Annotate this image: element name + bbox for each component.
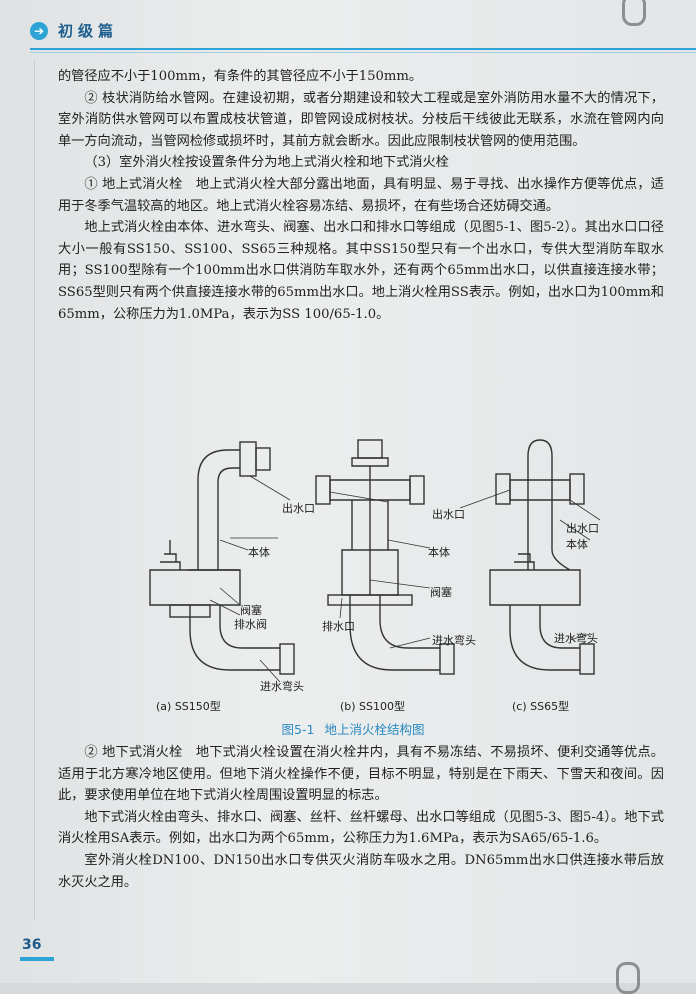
paragraph: ② 地下式消火栓 地下式消火栓设置在消火栓井内，具有不易冻结、不易损坏、便利交通… xyxy=(58,745,664,804)
arrow-right-icon: ➔ xyxy=(30,22,48,40)
subcaption-a: (a) SS150型 xyxy=(156,700,221,713)
label-c-inlet-elbow: 进水弯头 xyxy=(554,632,598,645)
label-a-drain: 排水阀 xyxy=(234,618,267,631)
label-a-body: 本体 xyxy=(248,546,270,559)
header-rule xyxy=(30,48,696,50)
label-c-outlet: 出水口 xyxy=(566,522,599,535)
caption-number: 图5-1 xyxy=(281,722,315,737)
subcaption-b: (b) SS100型 xyxy=(340,700,406,713)
hydrant-b-drawing xyxy=(315,439,455,675)
caption-text: 地上消火栓结构图 xyxy=(324,722,425,737)
binder-ring-icon xyxy=(622,0,646,26)
label-b-body: 本体 xyxy=(428,546,450,559)
figure-caption: 图5-1 地上消火栓结构图 xyxy=(0,719,696,738)
label-a-outlet: 出水口 xyxy=(282,502,315,515)
label-c-body: 本体 xyxy=(566,538,588,551)
leader-lines xyxy=(209,475,601,683)
paragraph: （3）室外消火栓按设置条件分为地上式消火栓和地下式消火栓 xyxy=(84,155,449,171)
page-number: 36 xyxy=(22,937,42,953)
hydrant-a-drawing xyxy=(149,441,295,675)
body-text-bottom: ② 地下式消火栓 地下式消火栓设置在消火栓井内，具有不易冻结、不易损坏、便利交通… xyxy=(58,742,664,893)
hydrant-diagram xyxy=(149,439,601,683)
paragraph: 室外消火栓DN100、DN150出水口专供灭火消防车吸水之用。DN65mm出水口… xyxy=(58,852,664,890)
subcaption-c: (c) SS65型 xyxy=(512,700,570,713)
label-b-valve: 阀塞 xyxy=(430,586,452,599)
label-b-outlet: 出水口 xyxy=(432,508,465,521)
chapter-title: 初级篇 xyxy=(58,22,119,40)
header-rule-thin xyxy=(30,52,696,53)
figure-5-1: 出水口 本体 阀塞 排水阀 进水弯头 本体 阀塞 排水口 进水弯头 出水口 出水… xyxy=(130,420,601,720)
body-text-top: 的管径应不小于100mm，有条件的其管径应不小于150mm。 ② 枝状消防给水管… xyxy=(58,66,664,325)
paragraph: ② 枝状消防给水管网。在建设初期，或者分期建设和较大工程或是室外消防用水量不大的… xyxy=(58,90,664,149)
hydrant-c-drawing xyxy=(489,439,595,675)
page-header: ➔ 初级篇 xyxy=(0,14,696,53)
page-number-bar xyxy=(20,957,54,961)
binder-ring-icon xyxy=(616,962,640,994)
margin-rule xyxy=(34,60,35,920)
paragraph: 的管径应不小于100mm，有条件的其管径应不小于150mm。 xyxy=(58,69,423,84)
paragraph: 地下式消火栓由弯头、排水口、阀塞、丝杆、丝杆螺母、出水口等组成（见图5-3、图5… xyxy=(58,809,664,847)
label-a-valve: 阀塞 xyxy=(240,604,262,617)
label-a-inlet-elbow: 进水弯头 xyxy=(260,680,304,693)
label-b-drain: 排水口 xyxy=(322,620,355,633)
paragraph: ① 地上式消火栓 地上式消火栓大部分露出地面，具有明显、易于寻找、出水操作方便等… xyxy=(58,176,664,214)
label-b-inlet-elbow: 进水弯头 xyxy=(432,634,476,647)
paragraph: 地上式消火栓由本体、进水弯头、阀塞、出水口和排水口等组成（见图5-1、图5-2）… xyxy=(58,220,664,322)
